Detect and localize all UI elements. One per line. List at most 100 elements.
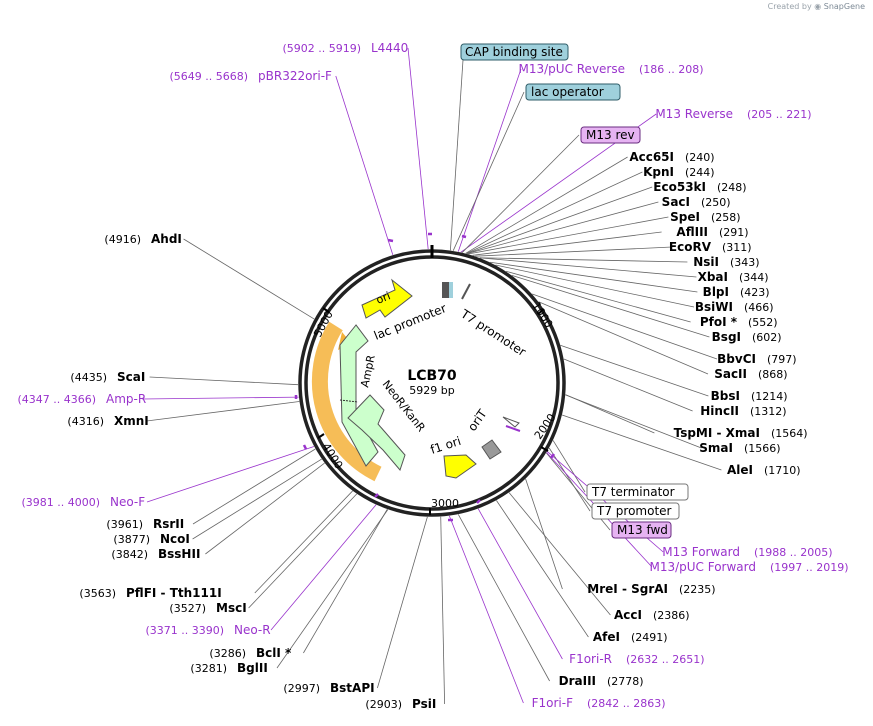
site-name: NsiI — [693, 255, 719, 269]
primer-name: M13/pUC Forward — [649, 560, 756, 574]
cap-glyph — [449, 282, 453, 298]
leader-msci — [248, 493, 358, 609]
f1-ori-arrow — [443, 454, 477, 479]
site-position: (344) — [739, 271, 769, 284]
credit-text: Created by — [767, 2, 812, 11]
label-lac-operator: lac operator — [525, 83, 621, 101]
tick-1000: 1000 — [529, 300, 555, 331]
leader-afliii — [472, 231, 662, 256]
label-f1ori-f: F1ori-F(2842 .. 2863) — [532, 696, 666, 710]
leader-bsshii — [205, 462, 325, 555]
primer-mark-neo-f — [302, 444, 308, 450]
site-name: PsiI — [412, 697, 436, 711]
label-ahdi: (4916)AhdI — [104, 232, 181, 246]
leader-bglii — [276, 509, 389, 669]
label-msci: (3527)MscI — [169, 601, 246, 615]
primer-name: F1ori-R — [569, 652, 612, 666]
box-text: M13 rev — [586, 128, 635, 142]
site-name: BbvCI — [717, 352, 756, 366]
primer-name: Neo-R — [234, 623, 271, 637]
label-box — [611, 521, 672, 539]
primer-range: (5649 .. 5668) — [169, 70, 248, 83]
label-neo-r: (3371 .. 3390) Neo-R — [145, 623, 270, 637]
leader-pbr322ori-f — [335, 75, 394, 255]
label-scai: (4435) ScaI — [70, 370, 145, 384]
primer-range: (3371 .. 3390) — [145, 624, 224, 637]
feature-label-ampR: AmpR — [358, 353, 378, 388]
site-position: (1312) — [750, 405, 787, 418]
primer-range: (1997 .. 2019) — [770, 561, 849, 574]
leader-mrei-sgrai — [525, 478, 563, 590]
label-mrei-sgrai: MreI - SgrAI(2235) — [587, 582, 715, 596]
features — [311, 278, 521, 482]
site-name: AflIII — [676, 225, 708, 239]
site-position: (4916) — [104, 233, 141, 246]
leader-nsii — [479, 257, 688, 263]
primer-mark-neo-r — [374, 493, 379, 498]
ori-arrow — [361, 278, 413, 319]
snapgene-logo-icon: ◉ — [814, 2, 822, 11]
box-text: T7 promoter — [596, 504, 672, 518]
label-draiii: DraIII(2778) — [559, 674, 644, 688]
label-m13-fwd: M13 fwd — [611, 521, 672, 539]
tick-label-1000: 1000 — [529, 300, 555, 331]
site-position: (258) — [711, 211, 741, 224]
site-name: ScaI — [117, 370, 145, 384]
box-text: lac operator — [531, 85, 604, 99]
site-name: MscI — [216, 601, 247, 615]
site-position: (1564) — [771, 427, 808, 440]
site-position: (248) — [717, 181, 747, 194]
leader-ecorv — [475, 246, 673, 257]
label-bbvci: BbvCI(797) — [717, 352, 796, 366]
ampR-promoter-mark — [339, 399, 359, 403]
lac-operator-glyph — [442, 282, 449, 298]
leader-acc65i — [465, 156, 628, 254]
label-ecorv: EcoRV(311) — [669, 240, 752, 254]
leader-saci — [466, 201, 659, 255]
right-labels: M13/pUC Reverse(186 .. 208) lac operatorM… — [519, 62, 849, 710]
leader-xbai — [479, 257, 697, 278]
site-position: (2903) — [365, 698, 402, 711]
site-position: (244) — [685, 166, 715, 179]
leader-kpni — [466, 171, 643, 254]
leader-scai — [149, 376, 299, 386]
feature-label-t7-promoter: T7 promoter — [458, 306, 529, 359]
site-position: (4435) — [70, 371, 107, 384]
leader-eco53ki — [466, 186, 653, 254]
backbone — [298, 245, 566, 517]
leader-afei — [496, 500, 589, 638]
feature-label-oriT: oriT — [465, 406, 490, 433]
primer-mark-pbr322 — [387, 238, 394, 243]
label-m13-puc-reverse: M13/pUC Reverse(186 .. 208) — [519, 62, 704, 76]
label-t7-promoter: T7 promoter — [591, 502, 680, 520]
primer-range: (4347 .. 4366) — [17, 393, 96, 406]
leader-neo-f — [146, 446, 315, 503]
leader-pflfi-tth111i — [254, 490, 353, 594]
primer-range: (205 .. 221) — [747, 108, 812, 121]
label-l4440: (5902 .. 5919)L4440 — [282, 41, 408, 55]
site-name: SpeI — [670, 210, 700, 224]
site-position: (602) — [752, 331, 782, 344]
site-name: BsgI — [712, 330, 741, 344]
site-position: (2778) — [607, 675, 644, 688]
label-blpi: BlpI(423) — [703, 285, 770, 299]
site-position: (250) — [701, 196, 731, 209]
site-name: SacII — [714, 367, 747, 381]
site-name: BstAPI — [330, 681, 375, 695]
label-ncoi: (3877)NcoI — [113, 532, 189, 546]
label-hincii: HincII(1312) — [700, 404, 786, 418]
cap-binding-site-text: CAP binding site — [465, 45, 563, 59]
label-saci: SacI (250) — [662, 195, 731, 209]
left-labels: (5902 .. 5919)L4440(5649 .. 5668)pBR322o… — [17, 41, 436, 711]
credit-brand: SnapGene — [823, 2, 865, 11]
leader-sacii — [538, 301, 709, 375]
site-name: KpnI — [643, 165, 674, 179]
site-name: SacI — [662, 195, 690, 209]
label-box — [586, 483, 689, 501]
leader-bcli — [303, 509, 388, 654]
label-neo-f: (3981 .. 4000)Neo-F — [21, 495, 145, 509]
site-position: (2235) — [679, 583, 716, 596]
label-m13-rev: M13 rev — [580, 126, 641, 144]
primer-name: M13 Forward — [662, 545, 740, 559]
label-t7-terminator: T7 terminator — [586, 483, 689, 501]
